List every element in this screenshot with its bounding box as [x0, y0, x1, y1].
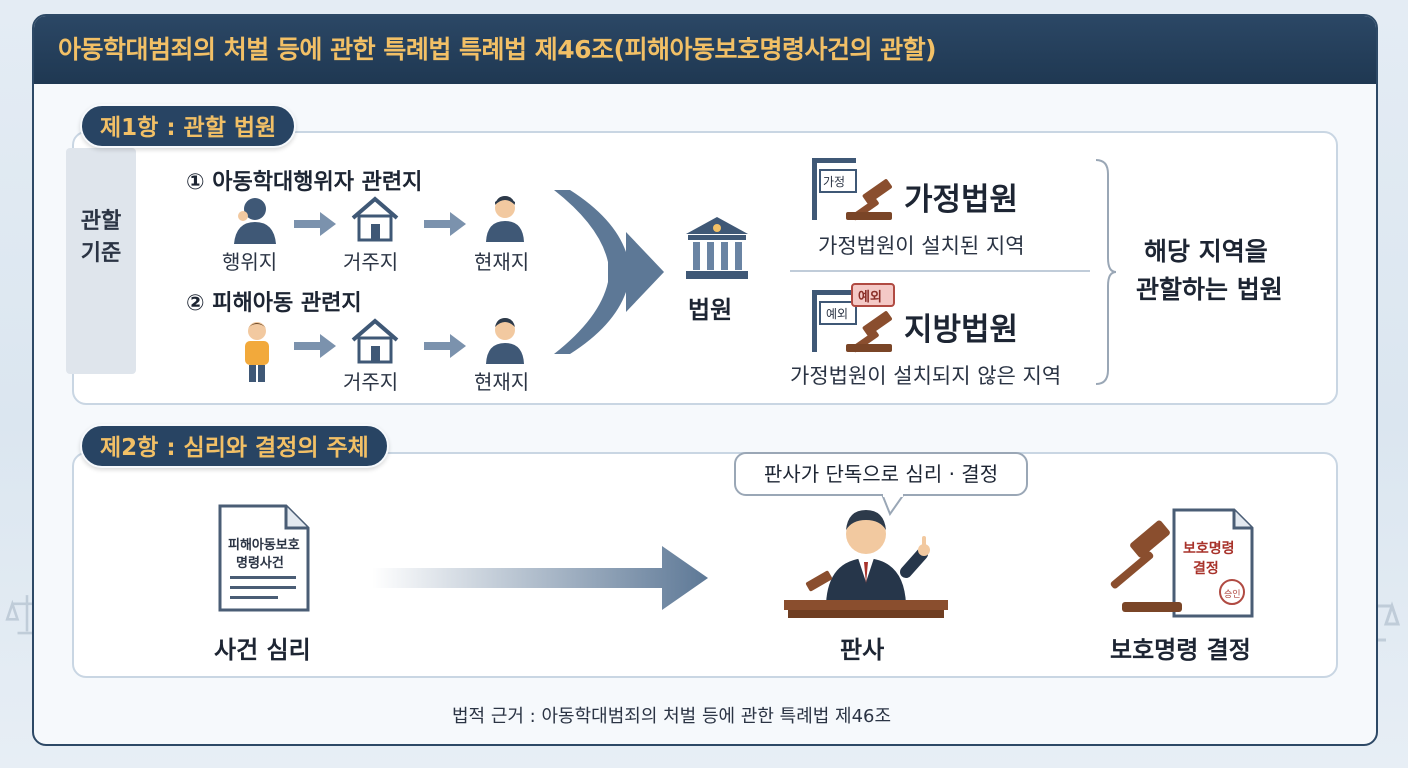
family-court-name: 가정법원: [904, 182, 1019, 218]
background-scale-icon-2: [5, 595, 49, 635]
section1-label: 제1항 : 관할 법원: [80, 104, 297, 148]
page-title: 아동학대범죄의 처벌 등에 관한 특례법 특례법 제46조(피해아동보호명령사건…: [58, 35, 937, 64]
group2-title: ② 피해아동 관련지: [186, 291, 362, 316]
child-icon: [245, 322, 269, 382]
family-court-sign-icon: [812, 158, 892, 221]
section1-panel: [72, 131, 1338, 405]
result-line-2: 관할하는 법원: [1136, 275, 1283, 304]
order-document-icon: [1110, 508, 1254, 618]
arrow-right-icon: [294, 212, 336, 236]
speech-bubble-tail: [880, 494, 906, 516]
order-doc-text-2: 결정: [1193, 561, 1219, 577]
long-arrow-icon: [372, 546, 708, 610]
order-doc-text-1: 보호명령: [1183, 541, 1235, 557]
legal-basis: 법적 근거 : 아동학대범죄의 처벌 등에 관한 특례법 제46조: [452, 706, 892, 727]
section2-label: 제2항 : 심리와 결정의 주체: [80, 424, 389, 468]
place-act-label: 행위지: [222, 250, 278, 274]
district-sign-tag-text: 예외: [858, 290, 882, 305]
person-icon: [486, 196, 524, 242]
family-court-desc: 가정법원이 설치된 지역: [818, 234, 1025, 258]
victim-current-label: 현재지: [474, 370, 530, 394]
family-court-sign-text: 가정: [823, 175, 846, 189]
court-label: 법원: [688, 296, 733, 324]
case-review-label: 사건 심리: [214, 636, 311, 664]
place-current-label: 현재지: [474, 250, 530, 274]
worried-person-icon: [234, 198, 276, 244]
judge-icon: [784, 510, 948, 618]
person-icon-2: [486, 318, 524, 364]
order-decision-label: 보호명령 결정: [1110, 636, 1251, 664]
header-bar: 아동학대범죄의 처벌 등에 관한 특례법 특례법 제46조(피해아동보호명령사건…: [34, 16, 1376, 84]
district-court-desc: 가정법원이 설치되지 않은 지역: [790, 364, 1062, 388]
group1-title: ① 아동학대행위자 관련지: [186, 170, 423, 195]
arrow-right-icon-3: [294, 334, 336, 358]
court-divider: [790, 270, 1090, 272]
court-building-icon: [686, 217, 748, 279]
place-residence-label: 거주지: [343, 250, 399, 274]
arrow-right-icon-4: [424, 334, 466, 358]
house-icon-2: [351, 318, 399, 364]
district-court-sign-icon: [812, 283, 895, 353]
stamp-text: 승인: [1224, 590, 1241, 600]
district-court-name: 지방법원: [904, 312, 1019, 348]
merge-arrow-icon: [554, 190, 664, 354]
judge-label: 판사: [840, 636, 885, 664]
victim-residence-label: 거주지: [343, 370, 399, 394]
brace-icon: [1095, 159, 1117, 385]
arrow-right-icon-2: [424, 212, 466, 236]
district-sign-board-text: 예외: [826, 307, 849, 321]
result-line-1: 해당 지역을: [1144, 237, 1268, 266]
document-icon: [218, 504, 310, 612]
speech-bubble: 판사가 단독으로 심리 · 결정: [734, 452, 1028, 496]
document-text-2: 명령사건: [236, 556, 284, 571]
document-text-1: 피해아동보호: [228, 538, 300, 553]
house-icon: [351, 196, 399, 242]
